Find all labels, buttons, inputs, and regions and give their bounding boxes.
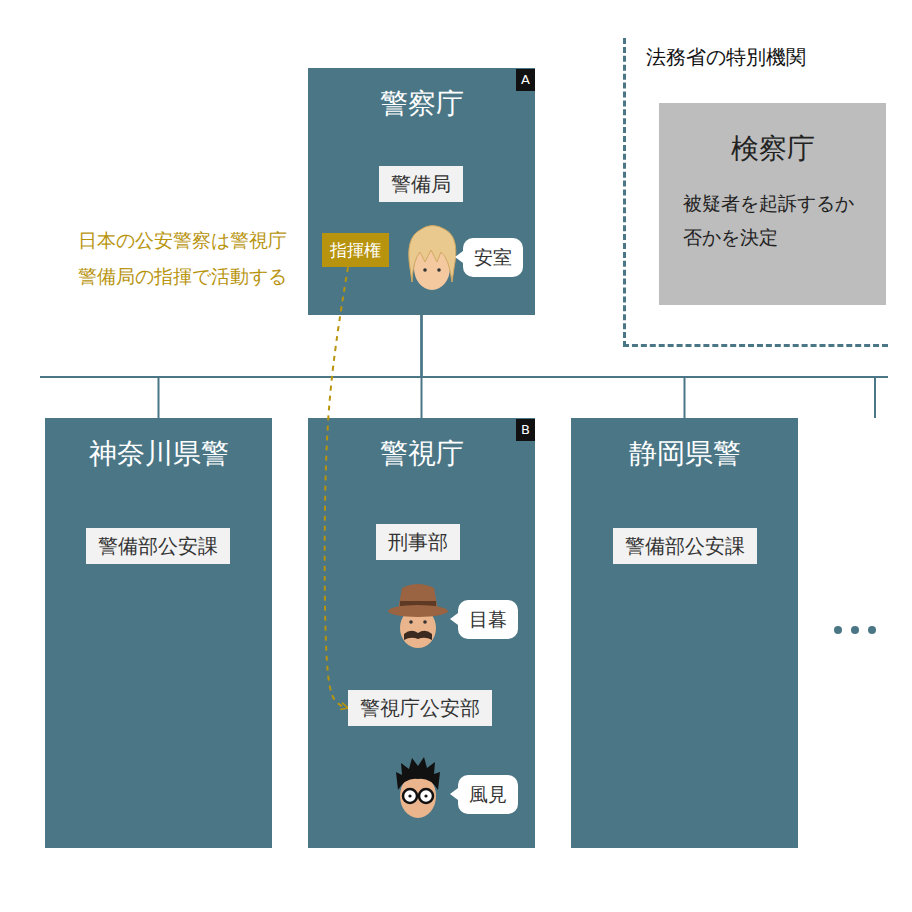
node-title: 警備部公安課	[613, 528, 757, 564]
bureau-label: 警備局	[379, 166, 463, 202]
node-title: 指揮権	[322, 233, 389, 267]
node-title: 刑事部	[376, 524, 460, 560]
node-title: 警視庁公安部	[348, 690, 492, 726]
bus-tick	[874, 377, 876, 418]
name-bubble: 安室	[463, 238, 523, 277]
agency-box: 警察庁警備局指揮権 安室	[308, 68, 535, 315]
bus-line	[40, 376, 888, 378]
corner-letter: B	[516, 419, 535, 441]
prosecutor-box: 検察庁被疑者を起訴するか否かを決定	[659, 103, 886, 305]
node-title: 風見	[458, 775, 518, 814]
section-label: 警備部公安課	[86, 528, 230, 564]
node-title: 警視庁	[308, 418, 535, 472]
node-title: 法務省の特別機関	[626, 38, 888, 70]
amuro-avatar	[409, 226, 456, 291]
megure-avatar	[388, 584, 448, 648]
ministry-region: 法務省の特別機関検察庁被疑者を起訴するか否かを決定	[623, 38, 888, 347]
corner-letter: A	[516, 69, 535, 91]
command-arrow	[325, 267, 348, 708]
section-label: 刑事部	[376, 524, 460, 560]
org-line	[159, 315, 422, 418]
name-bubble: 目暮	[458, 600, 518, 639]
node-title: 警備局	[379, 166, 463, 202]
node-title: 目暮	[458, 600, 518, 639]
node-title: 検察庁	[659, 103, 886, 167]
prefecture-box: 静岡県警警備部公安課	[571, 418, 798, 848]
kazami-avatar	[396, 757, 440, 818]
prefecture-box: 神奈川県警警備部公安課	[45, 418, 272, 848]
prefecture-box: 警視庁刑事部目暮警視庁公安部風見	[308, 418, 535, 848]
section-label: 警視庁公安部	[348, 690, 492, 726]
node-title: 神奈川県警	[45, 418, 272, 472]
node-title: 警察庁	[308, 68, 535, 122]
node-title: 安室	[463, 238, 523, 277]
node-title: 警備部公安課	[86, 528, 230, 564]
org-line	[421, 315, 423, 418]
node-body: 被疑者を起訴するか否かを決定	[683, 187, 863, 254]
authority-badge: 指揮権	[322, 233, 389, 267]
more-dots	[834, 626, 876, 634]
note-text: 日本の公安警察は警視庁 警備局の指揮で活動する	[78, 222, 300, 294]
org-line	[422, 315, 685, 418]
node-title: 静岡県警	[571, 418, 798, 472]
section-label: 警備部公安課	[613, 528, 757, 564]
name-bubble: 風見	[458, 775, 518, 814]
